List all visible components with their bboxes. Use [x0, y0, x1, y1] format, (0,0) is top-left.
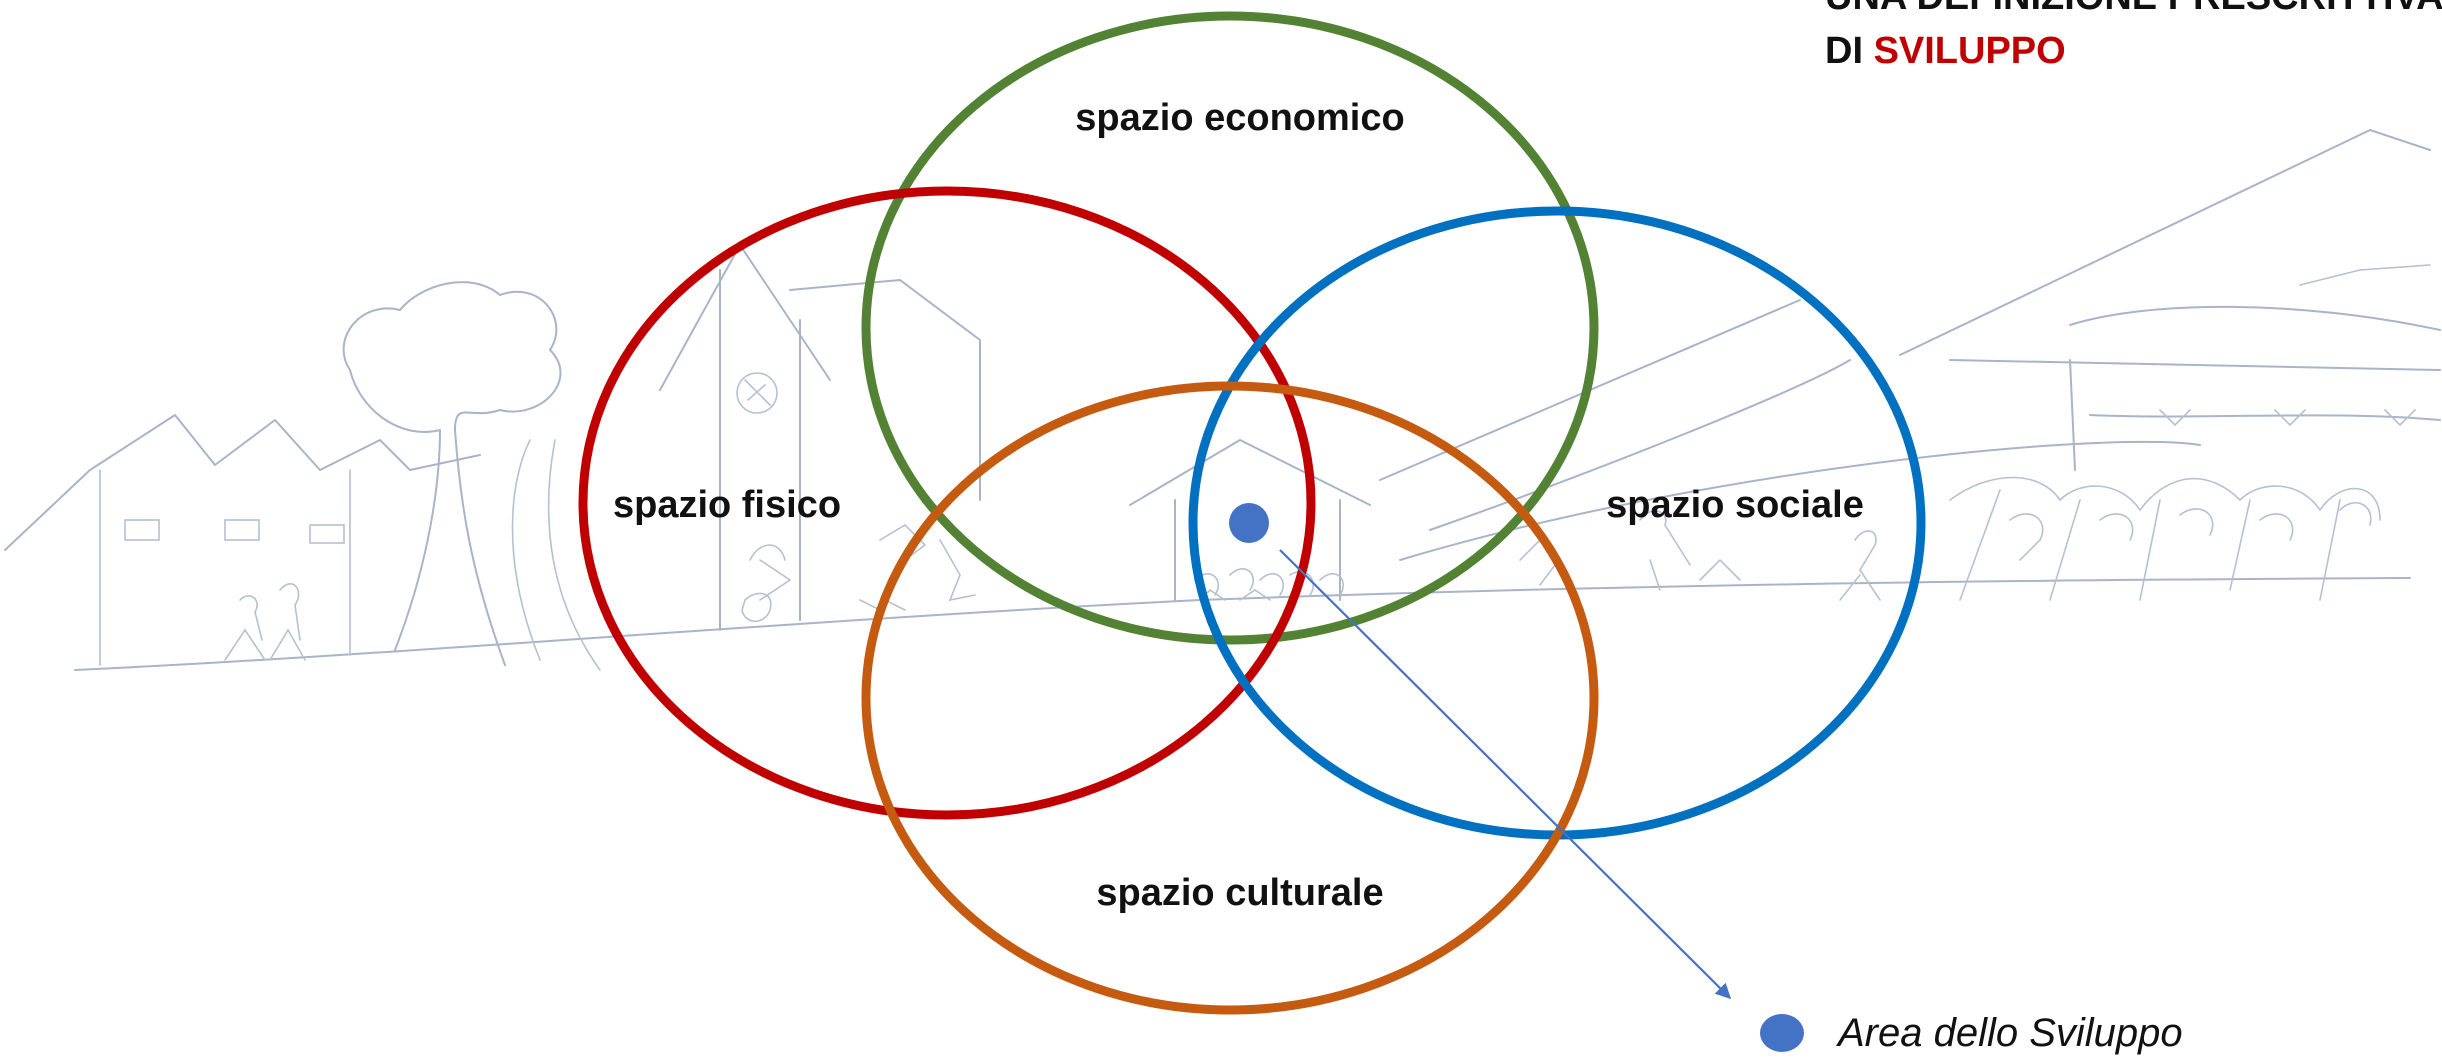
sketch-window-1 — [124, 519, 160, 541]
sketch-tree-trunk-lines — [511, 439, 601, 671]
sketch-wheelchair-figure — [741, 544, 792, 623]
sketch-tree — [342, 281, 562, 666]
sketch-crowd-right — [1949, 476, 2381, 601]
sketch-round-window-scribble — [744, 379, 771, 406]
circle-economico — [861, 11, 1599, 645]
sketch-window-2 — [224, 519, 260, 541]
legend-label: Area dello Sviluppo — [1838, 1010, 2183, 1055]
sketch-center-crowd — [1194, 568, 1344, 601]
title-accent: SVILUPPO — [1873, 30, 2066, 72]
development-pointer — [1229, 503, 1732, 1000]
sketch-ground-line — [74, 577, 2411, 671]
label-spazio-economico: spazio economico — [1075, 97, 1404, 139]
development-point — [1229, 503, 1269, 543]
venn-labels: spazio economico spazio fisico spazio so… — [613, 97, 1864, 914]
sketch-house-walls — [99, 469, 351, 666]
sketch-church — [659, 244, 981, 631]
sketch-crowd-right-figures — [2009, 501, 2372, 561]
title-prefix: DI — [1825, 30, 1863, 72]
sketch-houses-left — [4, 414, 481, 551]
sketch-round-window — [736, 372, 778, 414]
sketch-figures-left — [224, 583, 306, 661]
sketch-building-right — [1899, 129, 2441, 471]
title-line-2: DI SVILUPPO — [1825, 30, 2066, 73]
label-spazio-sociale: spazio sociale — [1606, 484, 1864, 526]
circle-culturale — [861, 381, 1599, 1015]
circle-fisico — [578, 186, 1316, 820]
legend: Area dello Sviluppo — [1760, 1005, 2183, 1061]
label-spazio-culturale: spazio culturale — [1096, 872, 1383, 914]
label-spazio-fisico: spazio fisico — [613, 484, 841, 526]
sketch-window-3 — [309, 524, 345, 544]
legend-marker — [1760, 1014, 1804, 1052]
venn-circles — [578, 11, 1926, 1015]
sketch-center-house — [1129, 439, 1371, 601]
sketch-building-roof-details — [2159, 264, 2431, 427]
pointer-arrow — [1279, 549, 1732, 1000]
title-line-1: UNA DEFINIZIONE PRESCRITTIVA — [1825, 0, 2442, 19]
